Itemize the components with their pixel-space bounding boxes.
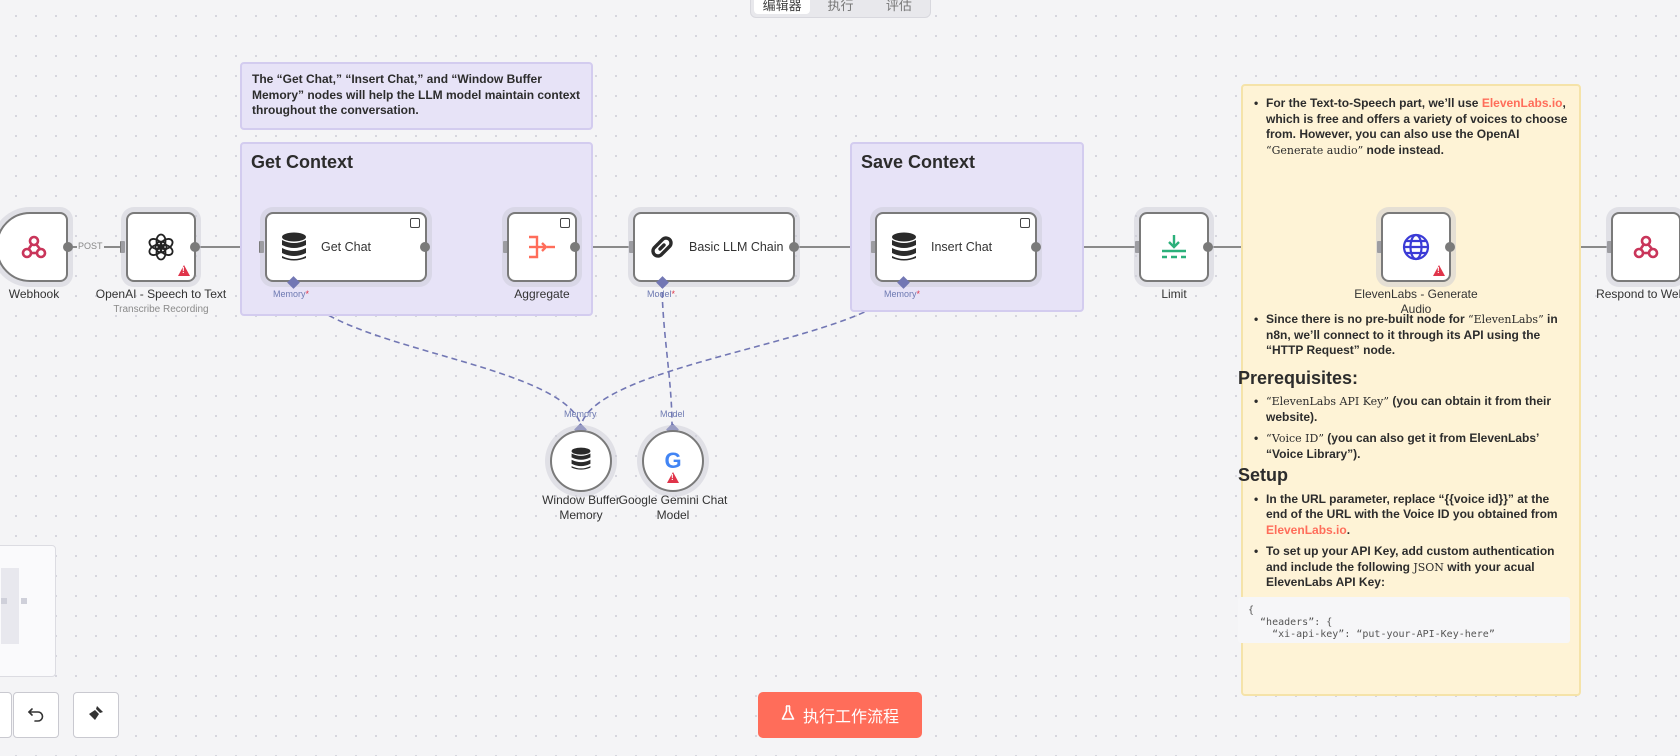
undo-icon xyxy=(27,704,45,727)
webhook-icon xyxy=(1613,214,1679,280)
webhook-output-port[interactable] xyxy=(63,242,73,252)
view-tabs: 编辑器 执行 评估 xyxy=(750,0,931,18)
minimap-node xyxy=(1,598,7,604)
insert-chat-label: Insert Chat xyxy=(931,240,993,254)
aggregate-output-port[interactable] xyxy=(570,242,580,252)
link-icon xyxy=(635,215,689,279)
prereq-voice-id: “Voice ID” (you can also get it from Ele… xyxy=(1252,431,1570,462)
aggregate-icon xyxy=(509,214,575,280)
insert-chat-node[interactable]: Insert Chat xyxy=(875,212,1037,282)
openai-warning-icon xyxy=(178,265,190,276)
llm-model-label: Model* xyxy=(647,289,676,299)
broom-icon xyxy=(87,704,105,727)
context-note-text: The “Get Chat,” “Insert Chat,” and “Wind… xyxy=(252,72,581,117)
respond-to-webhook-node[interactable] xyxy=(1611,212,1680,282)
setup-item-url: In the URL parameter, replace “{{voice i… xyxy=(1252,492,1570,539)
setup-item-api-key: To set up your API Key, add custom authe… xyxy=(1252,544,1570,591)
aggregate-input-port[interactable] xyxy=(503,241,508,253)
minimap-viewport xyxy=(1,568,19,644)
prerequisites-heading: Prerequisites: xyxy=(1238,367,1359,388)
gemini-warning-icon xyxy=(667,472,679,483)
get-chat-memory-label: Memory* xyxy=(273,289,310,299)
post-label: POST xyxy=(77,241,104,251)
save-context-title: Save Context xyxy=(861,152,976,172)
openai-sublabel: Transcribe Recording xyxy=(113,304,209,315)
insert-chat-input-port[interactable] xyxy=(871,241,876,253)
webhook-icon xyxy=(0,214,70,280)
webhook-node[interactable] xyxy=(0,212,68,282)
context-sticky-note[interactable]: The “Get Chat,” “Insert Chat,” and “Wind… xyxy=(240,62,593,130)
llm-output-port[interactable] xyxy=(789,242,799,252)
insert-chat-expand-icon[interactable] xyxy=(1020,218,1030,228)
get-chat-output-port[interactable] xyxy=(420,242,430,252)
minimap[interactable] xyxy=(0,545,56,677)
limit-output-port[interactable] xyxy=(1203,242,1213,252)
openai-label: OpenAI - Speech to Text xyxy=(95,287,227,301)
prereq-api-key: “ElevenLabs API Key” (you can obtain it … xyxy=(1252,394,1570,425)
insert-chat-output-port[interactable] xyxy=(1031,242,1041,252)
get-chat-label: Get Chat xyxy=(321,240,372,254)
note-item-no-node: Since there is no pre-built node for “El… xyxy=(1252,312,1570,359)
tab-editor[interactable]: 编辑器 xyxy=(754,0,811,14)
aggregate-expand-icon[interactable] xyxy=(560,218,570,228)
insert-chat-memory-label: Memory* xyxy=(884,289,921,299)
basic-llm-label: Basic LLM Chain xyxy=(689,240,784,254)
get-chat-input-port[interactable] xyxy=(259,241,264,253)
flask-icon xyxy=(781,704,795,726)
note-item-tts: For the Text-to-Speech part, we’ll use E… xyxy=(1252,96,1570,158)
tidy-up-button[interactable] xyxy=(73,692,119,738)
elevenlabs-warning-icon xyxy=(1433,265,1445,276)
tab-evaluations[interactable]: 评估 xyxy=(885,0,912,13)
aggregate-label: Aggregate xyxy=(514,287,570,301)
get-context-title: Get Context xyxy=(251,152,354,172)
basic-llm-chain-node[interactable]: Basic LLM Chain xyxy=(633,212,795,282)
limit-icon xyxy=(1141,214,1207,280)
limit-node[interactable] xyxy=(1139,212,1209,282)
window-buffer-memory-node[interactable] xyxy=(550,430,612,492)
elevenlabs-sticky-note[interactable] xyxy=(1241,84,1581,696)
respond-label: Respond to Webh xyxy=(1596,287,1680,301)
google-gemini-node[interactable]: G xyxy=(642,430,704,492)
openai-output-port[interactable] xyxy=(190,242,200,252)
tab-executions[interactable]: 执行 xyxy=(827,0,854,13)
globe-icon xyxy=(1383,214,1449,280)
get-chat-expand-icon[interactable] xyxy=(410,218,420,228)
respond-input-port[interactable] xyxy=(1607,241,1612,253)
elevenlabs-link[interactable]: ElevenLabs.io xyxy=(1266,522,1347,537)
openai-icon xyxy=(128,214,194,280)
zoom-button[interactable] xyxy=(0,692,12,738)
database-icon xyxy=(570,447,592,476)
webhook-label: Webhook xyxy=(8,287,60,301)
get-chat-node[interactable]: Get Chat xyxy=(265,212,427,282)
google-icon: G xyxy=(664,448,682,473)
execute-workflow-button[interactable]: 执行工作流程 xyxy=(758,692,922,738)
setup-heading: Setup xyxy=(1238,465,1289,485)
json-code-block: { “headers”: { “xi-api-key”: “put-your-A… xyxy=(1238,596,1570,643)
openai-input-port[interactable] xyxy=(120,241,125,253)
window-buffer-memory-port-label: Memory xyxy=(564,409,597,419)
limit-input-port[interactable] xyxy=(1135,241,1140,253)
window-buffer-label: Window Buffer Memory xyxy=(542,493,620,522)
undo-button[interactable] xyxy=(13,692,59,738)
elevenlabs-input-port[interactable] xyxy=(1377,241,1382,253)
llm-input-port[interactable] xyxy=(629,241,634,253)
database-icon xyxy=(877,215,931,279)
limit-label: Limit xyxy=(1161,287,1187,301)
elevenlabs-note-content: For the Text-to-Speech part, we’ll use E… xyxy=(1238,96,1570,643)
elevenlabs-link[interactable]: ElevenLabs.io xyxy=(1481,96,1563,110)
gemini-model-port-label: Model xyxy=(660,409,685,419)
database-icon xyxy=(267,215,321,279)
elevenlabs-output-port[interactable] xyxy=(1445,242,1455,252)
execute-label: 执行工作流程 xyxy=(802,709,899,726)
gemini-label: Google Gemini Chat Model xyxy=(618,493,728,522)
minimap-node xyxy=(21,598,27,604)
